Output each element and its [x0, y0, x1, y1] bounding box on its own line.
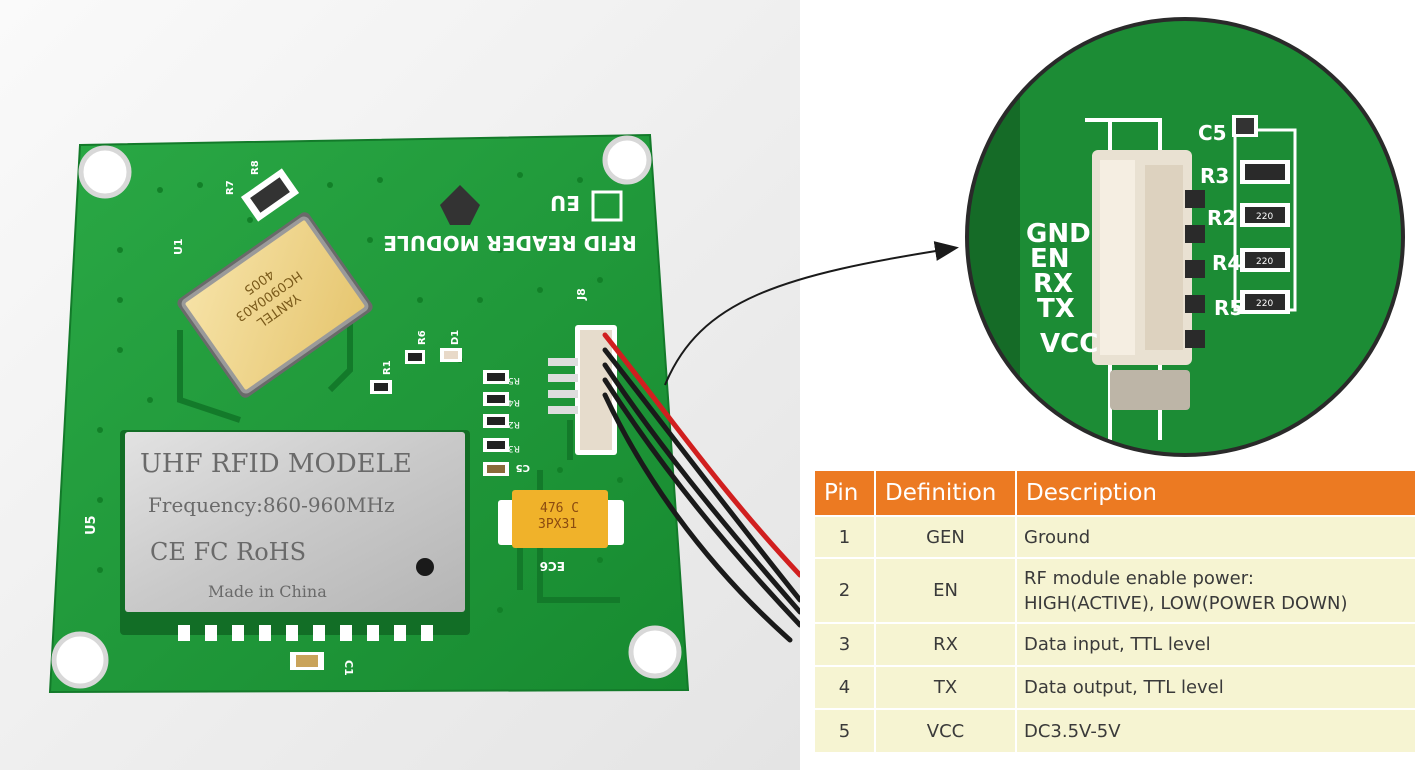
header-description: Description — [1016, 471, 1415, 516]
zoom-label-en: EN — [1030, 244, 1070, 274]
cell-pin: 4 — [815, 665, 876, 709]
wire-bundle — [602, 332, 800, 643]
silkscreen-ec6: EC6 — [540, 559, 565, 573]
shield-made-in: Made in China — [208, 582, 327, 601]
zoom-label-gnd: GND — [1026, 219, 1091, 249]
board-r4-label: R4 — [508, 397, 520, 407]
silkscreen-r7: R7 — [225, 180, 236, 195]
shield-marks: CE FC RoHS — [150, 538, 306, 566]
silkscreen-r1: R1 — [382, 360, 393, 375]
table-row: 2 EN RF module enable power: HIGH(ACTIVE… — [815, 557, 1415, 623]
board-resistor-stack: R5 R4 R2 R3 — [483, 370, 520, 476]
header-pin: Pin — [815, 471, 876, 516]
table-header-row: Pin Definition Description — [815, 471, 1415, 516]
cell-description: Data output, TTL level — [1016, 665, 1415, 709]
mounting-holes — [51, 135, 682, 689]
board-r2-label: R2 — [508, 419, 520, 429]
cell-pin: 1 — [815, 515, 876, 558]
zoom-label-r5: R5 — [1214, 296, 1243, 320]
silkscreen-region: EU — [550, 191, 580, 215]
cell-definition: RX — [875, 622, 1017, 666]
shield-title: UHF RFID MODELE — [140, 449, 412, 479]
description-line: Data input, TTL level — [1024, 634, 1211, 655]
silkscreen-u1: U1 — [172, 238, 185, 255]
zoom-label-tx: TX — [1037, 294, 1075, 324]
cap-line-2: 3PX31 — [538, 517, 577, 532]
board-r3-label: R3 — [508, 443, 520, 453]
shield-frequency: Frequency:860-960MHz — [148, 493, 394, 517]
zoom-label-r3: R3 — [1200, 164, 1229, 188]
tantalum-capacitor: 476 C 3PX31 — [498, 490, 624, 548]
cell-description: DC3.5V-5V — [1016, 708, 1415, 752]
zoom-label-r2: R2 — [1207, 206, 1236, 230]
silkscreen-u5: U5 — [84, 515, 99, 535]
description-line: Ground — [1024, 526, 1091, 548]
zoom-label-c5: C5 — [1198, 121, 1227, 145]
table-row: 1 GEN Ground — [815, 515, 1415, 558]
zoom-label-rx: RX — [1033, 269, 1073, 299]
silkscreen-c1: C1 — [342, 660, 355, 676]
rfid-board-photo: RFID READER MODULE EU U1 U5 J8 C1 EC6 R7… — [0, 0, 800, 770]
description-line: HIGH(ACTIVE), LOW(POWER DOWN) — [1024, 592, 1348, 614]
silkscreen-d1: D1 — [450, 330, 461, 345]
board-r5-label: R5 — [508, 375, 520, 385]
cell-definition: GEN — [875, 515, 1017, 558]
cell-definition: TX — [875, 665, 1017, 709]
zoom-res-code-3: 220 — [1256, 299, 1273, 309]
pin-definition-table: Pin Definition Description 1 GEN Ground … — [815, 471, 1415, 752]
cell-pin: 2 — [815, 557, 876, 623]
cell-definition: VCC — [875, 708, 1017, 752]
cell-description: Ground — [1016, 515, 1415, 558]
uhf-shield-module: UHF RFID MODELE Frequency:860-960MHz CE … — [120, 430, 470, 641]
silkscreen-r8: R8 — [250, 160, 261, 175]
zoom-circle-content: 220 220 220 GND EN RX TX VCC C5 R3 R2 R4… — [967, 19, 1403, 455]
zoom-circle-border — [965, 17, 1405, 457]
header-definition: Definition — [875, 471, 1017, 516]
cell-pin: 5 — [815, 708, 876, 752]
rf-chip: YANTEL HC0900A03 4005 — [177, 212, 373, 398]
zoom-res-code-1: 220 — [1256, 212, 1273, 222]
zoom-res-code-2: 220 — [1256, 257, 1273, 267]
zoom-label-vcc: VCC — [1040, 329, 1098, 359]
cell-pin: 3 — [815, 622, 876, 666]
silkscreen-c5: C5 — [516, 462, 530, 473]
table-row: 3 RX Data input, TTL level — [815, 622, 1415, 666]
description-line: Data output, TTL level — [1024, 677, 1224, 698]
silkscreen-j8: J8 — [575, 288, 588, 301]
cap-line-1: 476 C — [540, 501, 579, 516]
silkscreen-r6: R6 — [417, 330, 428, 345]
board-connector-j8 — [548, 325, 617, 455]
zoom-label-r4: R4 — [1212, 251, 1241, 275]
callout-arrow — [664, 241, 959, 386]
zoom-callout: 220 220 220 GND EN RX TX VCC C5 R3 R2 R4… — [664, 17, 1405, 457]
silkscreen-title: RFID READER MODULE — [383, 231, 636, 255]
table-row: 5 VCC DC3.5V-5V — [815, 708, 1415, 752]
table-row: 4 TX Data output, TTL level — [815, 665, 1415, 709]
description-line: RF module enable power: — [1024, 567, 1254, 589]
description-line: DC3.5V-5V — [1024, 720, 1121, 742]
cell-description: RF module enable power: HIGH(ACTIVE), LO… — [1016, 557, 1415, 623]
cell-definition: EN — [875, 557, 1017, 623]
cell-description: Data input, TTL level — [1016, 622, 1415, 666]
logo-mark — [440, 185, 480, 225]
